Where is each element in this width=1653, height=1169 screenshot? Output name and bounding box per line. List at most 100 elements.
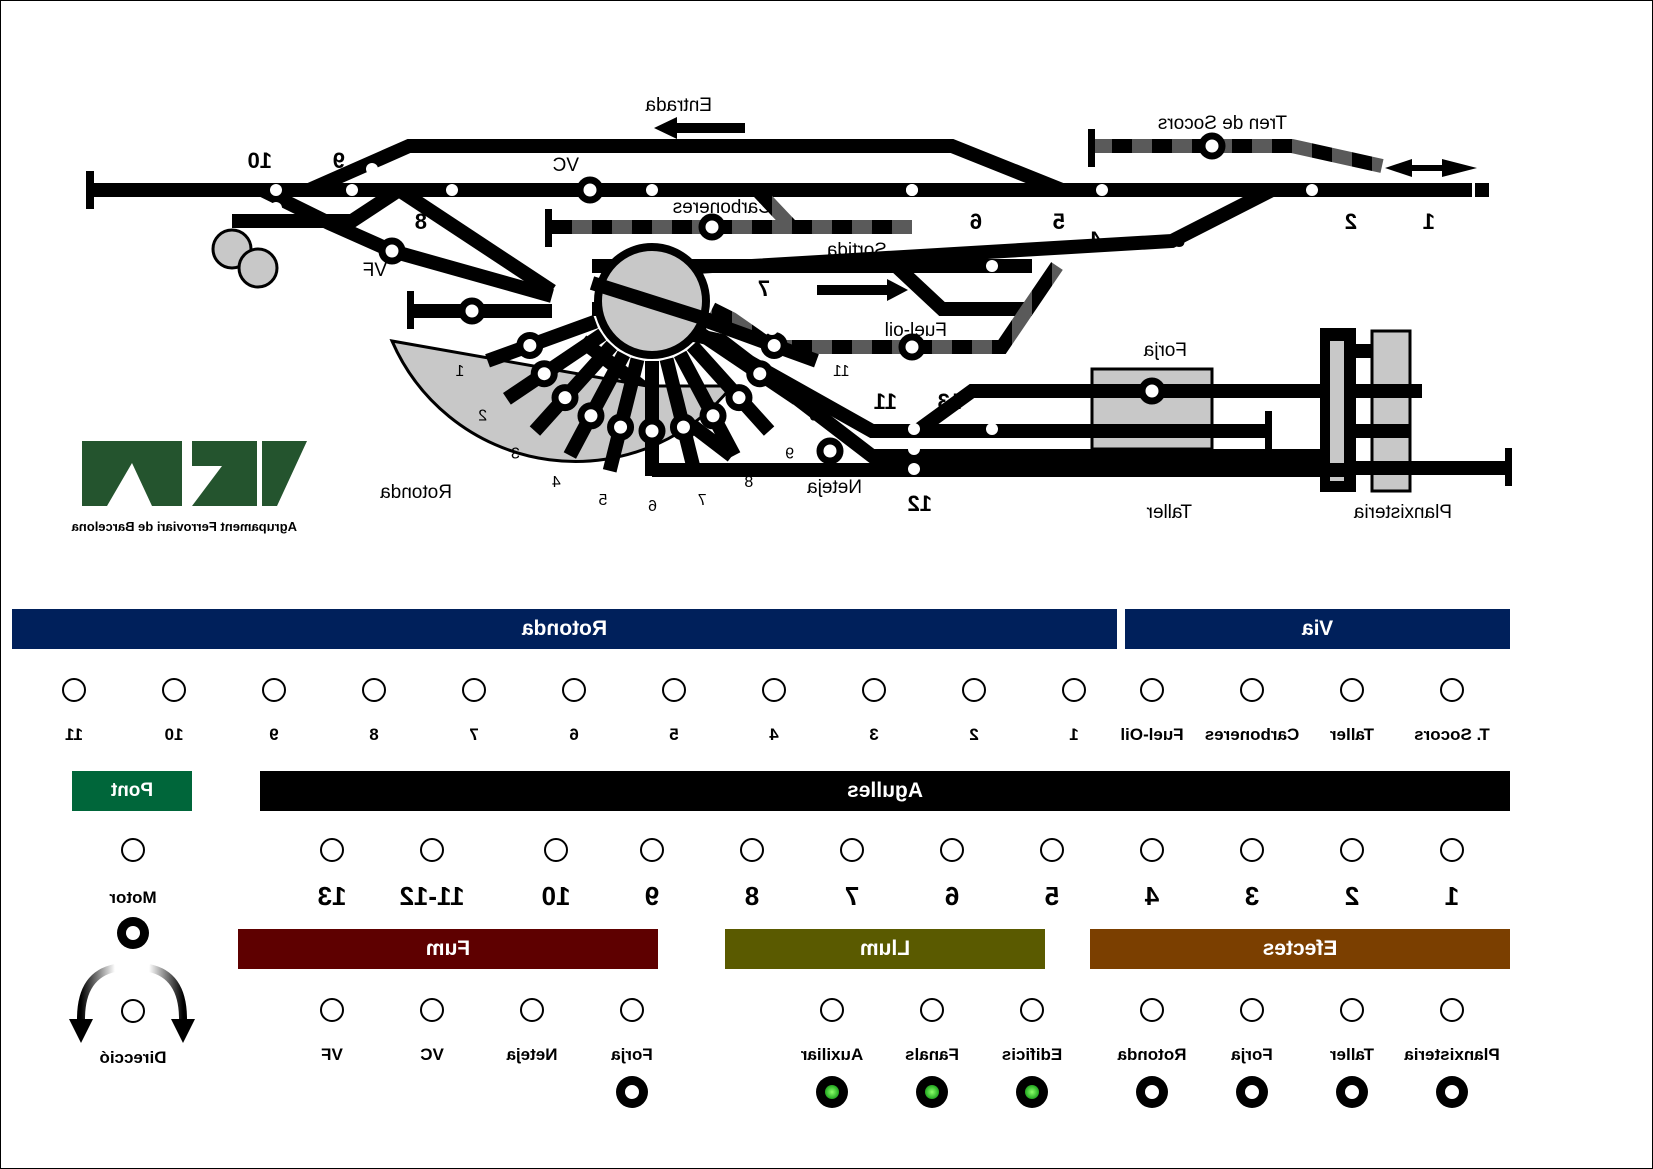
header-rotonda: Rotonda: [12, 609, 1117, 649]
via-toggle[interactable]: [1240, 678, 1264, 702]
fum-label: VF: [321, 1045, 343, 1064]
double-arrow-icon: [1385, 159, 1477, 177]
efectes-toggle[interactable]: [1240, 998, 1264, 1022]
fum-toggle[interactable]: [320, 998, 344, 1022]
via-toggle[interactable]: [1140, 678, 1164, 702]
llum-toggle[interactable]: [820, 998, 844, 1022]
switch-number: 7: [844, 881, 860, 911]
switch-toggle[interactable]: [1040, 838, 1064, 862]
switch-toggle[interactable]: [420, 838, 444, 862]
switch-toggle[interactable]: [740, 838, 764, 862]
efectes-indicator: [1336, 1076, 1368, 1108]
logo-subtitle: Agrupament Ferroviari de Barcelona: [71, 519, 297, 534]
rotonda-toggle[interactable]: [262, 678, 286, 702]
label-fuel-oil: Fuel-oil: [885, 320, 947, 341]
tank-2: [237, 247, 279, 289]
label-neteja: Neteja: [807, 477, 862, 498]
track-vf: [258, 183, 554, 303]
roundhouse-track-label: 11: [833, 363, 850, 380]
switch-label-13: 13: [938, 389, 962, 414]
llum-indicator: [916, 1076, 948, 1108]
track-8: [395, 184, 556, 297]
efectes-toggle[interactable]: [1340, 998, 1364, 1022]
switch-toggle[interactable]: [320, 838, 344, 862]
efectes-toggle[interactable]: [1440, 998, 1464, 1022]
rotonda-toggle[interactable]: [862, 678, 886, 702]
rotonda-toggle[interactable]: [1062, 678, 1086, 702]
roundhouse-track-label: 10: [809, 408, 827, 425]
llum-toggle[interactable]: [1020, 998, 1044, 1022]
buffer-main-left: [86, 171, 94, 209]
via-toggle[interactable]: [1340, 678, 1364, 702]
direction-arrows-icon: [69, 964, 195, 1043]
switch-number: 4: [1144, 881, 1160, 911]
efectes-label: Rotonda: [1117, 1045, 1187, 1064]
roundhouse-stall: [516, 331, 544, 359]
roundhouse-track-label: 7: [698, 492, 707, 509]
motor-indicator: [117, 917, 149, 949]
switch-label-4: 4: [1089, 227, 1102, 252]
afb-logo: Agrupament Ferroviari de Barcelona: [71, 441, 307, 534]
header-via: Via: [1125, 609, 1510, 649]
switch-label-12: 12: [908, 491, 932, 516]
switch-toggle[interactable]: [1140, 838, 1164, 862]
switch-toggle[interactable]: [840, 838, 864, 862]
roundhouse-track-label: 5: [598, 492, 607, 509]
fum-toggle[interactable]: [420, 998, 444, 1022]
rotonda-label: 11: [65, 725, 83, 744]
rotonda-toggle[interactable]: [362, 678, 386, 702]
switch-number: 2: [1344, 881, 1360, 911]
roundhouse-track-label: 6: [648, 498, 657, 515]
header-agulles: Agulles: [260, 771, 1510, 811]
switch-number: 8: [744, 881, 760, 911]
switch-toggle[interactable]: [1340, 838, 1364, 862]
switch-toggle[interactable]: [640, 838, 664, 862]
fum-indicator: [616, 1076, 648, 1108]
station-vf: [378, 237, 406, 265]
efectes-toggle[interactable]: [1140, 998, 1164, 1022]
roundhouse-track-label: 1: [455, 363, 464, 380]
track-tren-socors: [1092, 139, 1384, 173]
llum-toggle[interactable]: [920, 998, 944, 1022]
label-entrada: Entrada: [645, 95, 712, 116]
station-forja: [1138, 377, 1166, 405]
rotonda-toggle[interactable]: [162, 678, 186, 702]
roundhouse-track-label: 8: [744, 474, 753, 491]
motor-toggle[interactable]: [121, 838, 145, 862]
switch-label-2: 2: [1345, 209, 1357, 234]
label-planxisteria: Planxisteria: [1353, 502, 1452, 523]
roundhouse-stall: [760, 331, 788, 359]
rotonda-toggle[interactable]: [562, 678, 586, 702]
track-sortida: [232, 184, 403, 228]
motor-label: Motor: [109, 888, 157, 907]
roundhouse-track-label: 9: [785, 445, 794, 462]
switch-number: 3: [1244, 881, 1260, 911]
fum-toggle[interactable]: [620, 998, 644, 1022]
rotonda-toggle[interactable]: [762, 678, 786, 702]
station-vc: [576, 176, 604, 204]
switch-label-1: 1: [1423, 209, 1435, 234]
track-entrada: [306, 139, 1065, 197]
fum-toggle[interactable]: [520, 998, 544, 1022]
switch-toggle[interactable]: [1240, 838, 1264, 862]
switch-toggle[interactable]: [544, 838, 568, 862]
switch-label-10: 10: [248, 148, 272, 173]
switch-label-5: 5: [1053, 209, 1065, 234]
via-toggle[interactable]: [1440, 678, 1464, 702]
station-neteja: [816, 437, 844, 465]
rotonda-toggle[interactable]: [962, 678, 986, 702]
switch-label-9: 9: [333, 148, 345, 173]
rotonda-toggle[interactable]: [462, 678, 486, 702]
switch-toggle[interactable]: [1440, 838, 1464, 862]
rotonda-toggle[interactable]: [62, 678, 86, 702]
roundhouse-stall: [669, 413, 697, 441]
roundhouse-stall: [551, 384, 579, 412]
llum-indicator: [1016, 1076, 1048, 1108]
switch-toggle[interactable]: [940, 838, 964, 862]
rotonda-toggle[interactable]: [662, 678, 686, 702]
roundhouse-track-label: 3: [511, 445, 520, 462]
switch-label-11: 11: [874, 389, 897, 414]
roundhouse-track-label: 2: [478, 408, 487, 425]
roundhouse-stall: [530, 360, 558, 388]
